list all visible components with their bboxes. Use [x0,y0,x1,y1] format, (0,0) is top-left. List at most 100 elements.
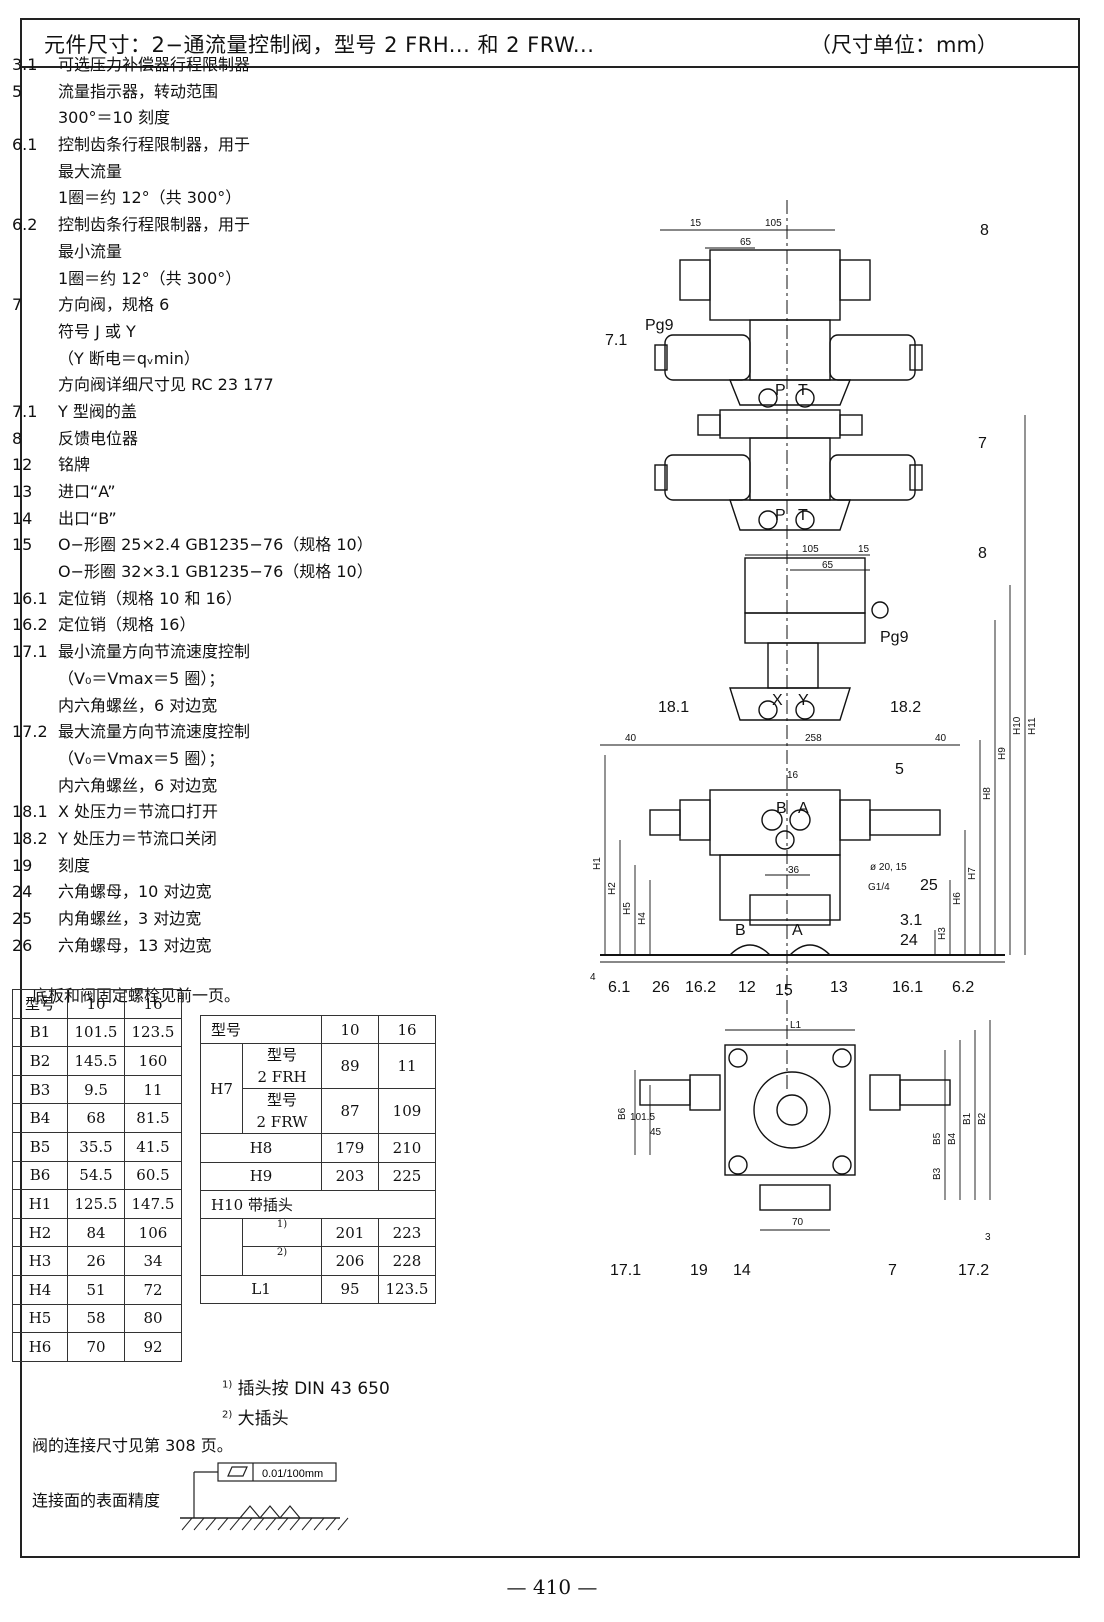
legend-number [12,346,58,373]
legend-number: 24 [12,882,33,902]
legend-number [12,773,58,800]
table-cell: 41.5 [124,1131,182,1162]
table-cell: 125.5 [67,1189,125,1219]
drawing-callout: Pg9 [880,629,909,646]
table-cell: 60.5 [124,1160,182,1191]
dimension-label: 16 [787,770,799,781]
drawing-callout: 7.1 [605,332,627,349]
footnote-mark: 1) [222,1379,233,1391]
table-cell [199,1218,244,1276]
legend-number [12,319,58,346]
legend-item: 方向阀详细尺寸见 RC 23 177 [12,372,432,399]
legend-text: 六角螺母，10 对边宽 [58,882,212,902]
legend-text: 符号 J 或 Y [58,321,136,341]
drawing-callout: 16.1 [892,979,923,996]
table-cell: H10 带插头 [200,1189,436,1220]
drawing-callout: 15 [775,982,793,999]
footnote-text: 大插头 [237,1409,289,1429]
table-header-cell: 16 [378,1014,436,1045]
legend-text: 出口“B” [58,508,117,528]
footnote-2: 2) 大插头 [222,1404,289,1429]
table-cell: 70 [67,1332,125,1362]
legend-number: 19 [12,855,33,875]
legend-number [12,185,58,212]
table-row: H10 带插头 [200,1189,436,1220]
table-cell: 51 [67,1274,125,1305]
legend-number [12,372,58,399]
drawing-callout: A [798,800,809,817]
legend-number: 15 [12,535,33,555]
drawing-callout: 19 [690,1262,708,1279]
legend-item: （V₀＝Vmax＝5 圈）； [12,666,432,693]
drawing-callout: B [735,922,746,939]
cell-line: 型号 [267,1091,298,1110]
table-cell: H6 [12,1332,68,1362]
table-cell: H1 [12,1189,68,1219]
drawing-callout: 17.1 [610,1262,641,1279]
table-cell: 203 [321,1161,379,1191]
table-header-cell: 10 [67,989,125,1019]
table-cell: 26 [67,1246,125,1276]
legend-number: 3.1 [12,55,38,74]
table-cell: 89 [321,1043,379,1090]
drawing-callout: 14 [733,1262,751,1279]
drawing-callout: 8 [978,545,987,562]
dimension-label: H1 [592,857,603,870]
dimension-label: ø 20, 15 [870,862,907,873]
drawing-callout: 7 [978,435,987,452]
legend-number [12,239,58,266]
legend-text: 1圈＝约 12°（共 300°） [58,268,242,288]
drawing-callout: B [776,800,787,817]
table-cell: 145.5 [67,1046,125,1076]
table-cell: 223 [378,1218,436,1248]
table-cell: 84 [67,1217,125,1248]
dimension-label: H2 [607,882,618,895]
legend-number [12,693,58,720]
legend-text: 方向阀详细尺寸见 RC 23 177 [58,375,274,395]
legend-text: 六角螺母，13 对边宽 [58,935,212,955]
table-cell: 106 [124,1217,182,1248]
drawing-callout: Pg9 [645,317,674,334]
legend-item: （V₀＝Vmax＝5 圈）； [12,746,432,773]
drawing-callout: 5 [895,761,904,778]
legend-number [12,559,58,586]
table-cell: B2 [12,1046,68,1076]
table-cell: H8 [200,1133,322,1163]
header-bar: 元件尺寸：2−通流量控制阀，型号 2 FRH... 和 2 FRW... （尺寸… [22,20,1078,68]
legend-text: 1圈＝约 12°（共 300°） [58,188,242,208]
table-cell: 92 [124,1332,182,1362]
legend-number: 17.1 [12,642,48,662]
drawing-callout: 18.1 [658,699,689,716]
legend-item: 内六角螺丝，6 对边宽 [12,693,432,720]
page-frame: 元件尺寸：2−通流量控制阀，型号 2 FRH... 和 2 FRW... （尺寸… [20,18,1080,1558]
legend-text: 方向阀，规格 6 [58,295,170,315]
dimension-label: 101.5 [630,1112,655,1123]
table-header-cell: 型号 [200,1014,322,1045]
legend-number: 6.2 [12,215,38,235]
table-cell: 228 [378,1246,436,1276]
dimension-label: B2 [977,1112,988,1125]
legend-number: 18.1 [12,802,48,822]
legend-number: 6.1 [12,135,38,155]
legend-text: 内角螺丝，3 对边宽 [58,909,202,928]
drawing-callout: 6.2 [952,979,974,996]
dimension-label: H10 [1012,716,1023,735]
dimension-label: 4 [590,972,596,983]
